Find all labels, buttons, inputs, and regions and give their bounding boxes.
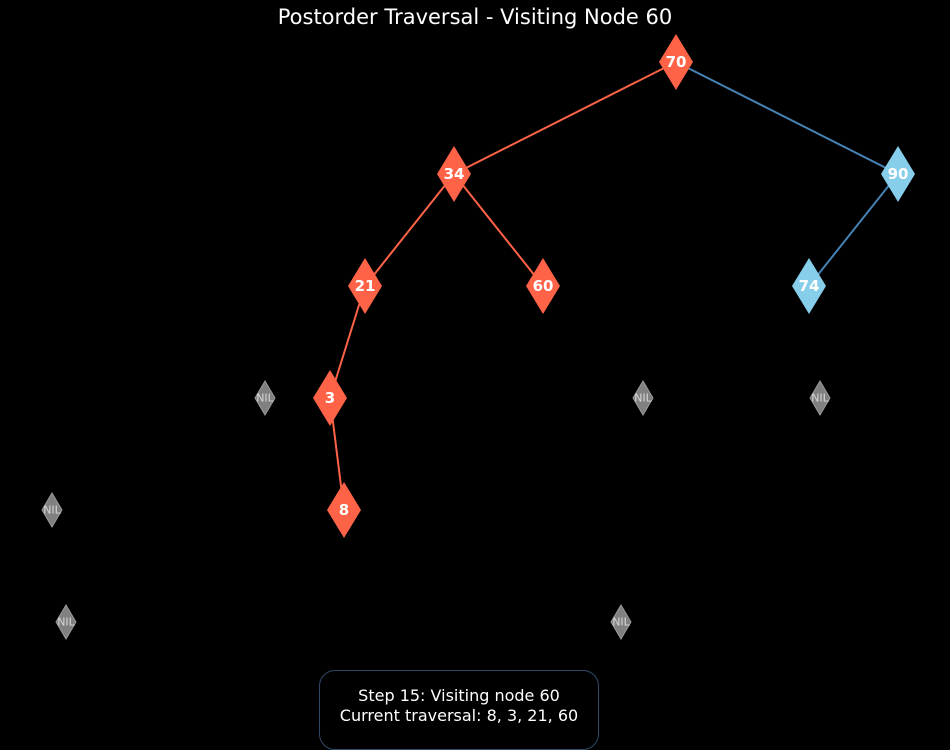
tree-node-label: 8 xyxy=(339,501,349,519)
tree-node-label: 60 xyxy=(533,277,554,295)
nil-node-label: NIL xyxy=(43,504,61,517)
nil-node-shape xyxy=(254,380,276,416)
nil-node: NIL xyxy=(254,380,276,416)
tree-node-label: 90 xyxy=(888,165,909,183)
tree-node-8: 8 xyxy=(327,482,361,538)
nil-node: NIL xyxy=(55,604,77,640)
tree-node-label: 74 xyxy=(799,277,820,295)
nodes-layer: 70 34 90 21 60 74 3 8 xyxy=(313,34,915,538)
tree-node-70: 70 xyxy=(659,34,693,90)
nil-node: NIL xyxy=(610,604,632,640)
tree-node-shape xyxy=(881,146,915,202)
nil-node-shape xyxy=(809,380,831,416)
tree-node-90: 90 xyxy=(881,146,915,202)
nil-node: NIL xyxy=(41,492,63,528)
tree-node-34: 34 xyxy=(437,146,471,202)
nil-node-label: NIL xyxy=(612,616,630,629)
diagram-title: Postorder Traversal - Visiting Node 60 xyxy=(277,5,673,29)
tree-node-60: 60 xyxy=(526,258,560,314)
tree-node-label: 70 xyxy=(666,53,687,71)
tree-node-shape xyxy=(327,482,361,538)
tree-node-shape xyxy=(526,258,560,314)
tree-node-shape xyxy=(313,370,347,426)
edge-70-90 xyxy=(675,61,899,175)
tree-node-3: 3 xyxy=(313,370,347,426)
tree-node-label: 21 xyxy=(355,277,376,295)
tree-node-shape xyxy=(437,146,471,202)
nil-node-label: NIL xyxy=(57,616,75,629)
edge-34-21 xyxy=(364,173,455,287)
tree-node-21: 21 xyxy=(348,258,382,314)
edge-21-3 xyxy=(329,285,366,399)
nil-node-label: NIL xyxy=(634,392,652,405)
edge-90-74 xyxy=(808,173,899,287)
nil-node-label: NIL xyxy=(811,392,829,405)
status-traversal-line: Current traversal: 8, 3, 21, 60 xyxy=(339,706,579,725)
edge-34-60 xyxy=(453,173,544,287)
nil-node-shape xyxy=(632,380,654,416)
nil-node-shape xyxy=(610,604,632,640)
nil-node-label: NIL xyxy=(256,392,274,405)
nil-node-shape xyxy=(41,492,63,528)
nil-node-shape xyxy=(55,604,77,640)
tree-node-label: 3 xyxy=(325,389,335,407)
nil-node: NIL xyxy=(632,380,654,416)
tree-node-shape xyxy=(348,258,382,314)
status-box: Step 15: Visiting node 60 Current traver… xyxy=(319,670,599,750)
edge-70-34 xyxy=(453,61,677,175)
status-step-line: Step 15: Visiting node 60 xyxy=(358,686,560,705)
tree-node-shape xyxy=(659,34,693,90)
tree-node-74: 74 xyxy=(792,258,826,314)
nil-node: NIL xyxy=(809,380,831,416)
nil-nodes-layer: NIL NIL NIL NIL NIL NIL xyxy=(41,380,831,640)
tree-node-label: 34 xyxy=(444,165,465,183)
tree-node-shape xyxy=(792,258,826,314)
